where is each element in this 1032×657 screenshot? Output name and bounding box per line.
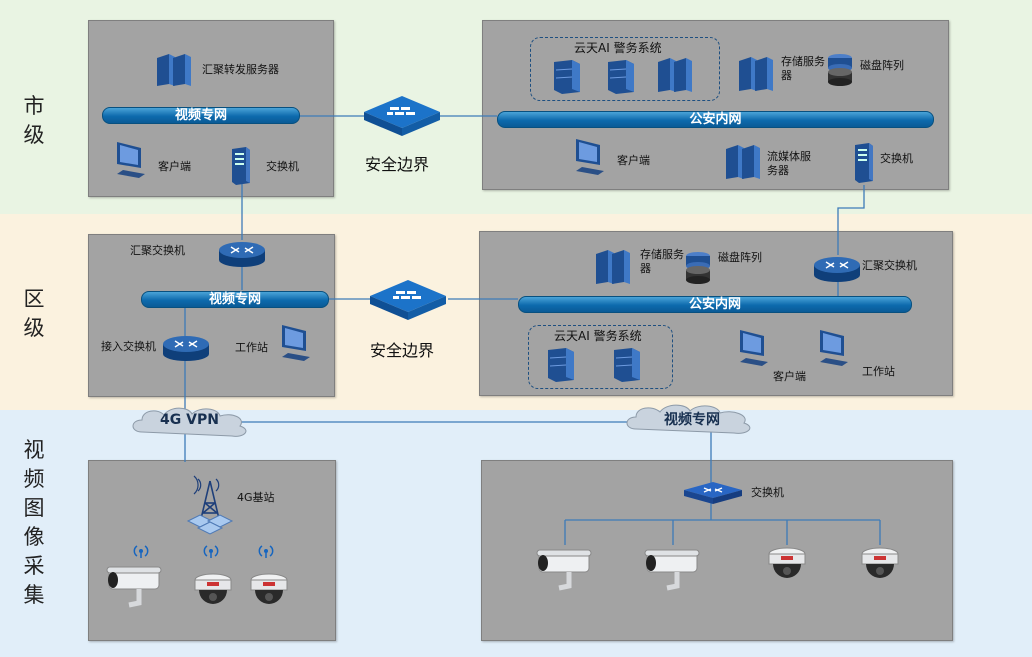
city-video-network-pipe: 视频专网 xyxy=(102,107,300,124)
base-station-label: 4G基站 xyxy=(237,491,275,504)
cloud-icon xyxy=(132,407,247,437)
firewall-icon xyxy=(364,96,440,136)
router-icon xyxy=(219,242,265,267)
district-disk-array-label: 磁盘阵列 xyxy=(718,251,762,264)
switch-tower-icon xyxy=(855,143,873,183)
wireless-signal-icon xyxy=(203,545,219,558)
city-police-client-label: 客户端 xyxy=(617,154,650,167)
district-video-network-pipe: 视频专网 xyxy=(141,291,329,308)
city-client-label: 客户端 xyxy=(158,160,191,173)
city-police-switch-label: 交换机 xyxy=(880,152,913,165)
ai-server-icon xyxy=(554,60,580,94)
workstation-icon xyxy=(282,325,310,361)
city-ai-system-group xyxy=(530,37,720,101)
cloud-icon xyxy=(626,404,751,434)
city-security-boundary-label: 安全边界 xyxy=(365,155,430,174)
city-tier-label: 市级 xyxy=(23,94,45,147)
network-switch-icon xyxy=(684,482,742,504)
district-video-network-panel xyxy=(88,234,335,397)
district-storage-server-label: 存储服务器 xyxy=(640,248,684,275)
bullet-camera-icon xyxy=(106,566,162,608)
wireless-signal-icon xyxy=(133,545,149,558)
district-tier-label: 区级 xyxy=(23,287,45,340)
city-police-network-pipe: 公安内网 xyxy=(497,111,934,128)
ai-server-icon xyxy=(608,60,634,94)
ai-server-icon xyxy=(658,58,692,92)
video-tier-label: 视频图像采集 xyxy=(23,438,45,607)
city-switch-label: 交换机 xyxy=(266,160,299,173)
district-police-network-pipe: 公安内网 xyxy=(518,296,912,313)
client-computer-icon xyxy=(740,330,768,366)
dome-camera-icon xyxy=(250,573,288,604)
dome-camera-icon xyxy=(861,547,899,578)
base-station-tower-icon xyxy=(186,475,234,535)
video-switch-label: 交换机 xyxy=(751,486,784,499)
district-ai-system-label: 云天AI 警务系统 xyxy=(554,329,642,343)
vpn-cloud-label: 4G VPN xyxy=(160,412,219,428)
storage-server-icon xyxy=(596,250,630,284)
district-police-workstation-label: 工作站 xyxy=(862,365,895,378)
router-icon xyxy=(163,336,209,361)
city-storage-server-label: 存储服务器 xyxy=(781,55,825,82)
district-ai-system-group xyxy=(528,325,673,389)
storage-server-icon xyxy=(739,57,773,91)
bullet-camera-icon xyxy=(536,549,592,591)
disk-array-icon xyxy=(828,54,852,86)
city-disk-array-label: 磁盘阵列 xyxy=(860,59,904,72)
router-icon xyxy=(814,257,860,282)
firewall-icon xyxy=(370,280,446,320)
client-computer-icon xyxy=(117,142,145,178)
dome-camera-icon xyxy=(768,547,806,578)
switch-tower-icon xyxy=(232,147,250,185)
district-client-label: 客户端 xyxy=(773,370,806,383)
district-aggregation-switch-label: 汇聚交换机 xyxy=(130,244,185,257)
server-icon xyxy=(157,54,191,86)
access-switch-label: 接入交换机 xyxy=(101,340,156,353)
bullet-camera-icon xyxy=(644,549,700,591)
video-network-cloud-label: 视频专网 xyxy=(664,412,720,428)
city-ai-system-label: 云天AI 警务系统 xyxy=(574,41,662,55)
district-workstation-label: 工作站 xyxy=(235,341,268,354)
workstation-icon xyxy=(820,330,848,366)
dome-camera-icon xyxy=(194,573,232,604)
streaming-server-icon xyxy=(726,145,760,179)
ai-server-icon xyxy=(548,348,574,382)
district-police-aggregation-switch-label: 汇聚交换机 xyxy=(862,259,917,272)
wireless-signal-icon xyxy=(258,545,274,558)
ai-server-icon xyxy=(614,348,640,382)
district-security-boundary-label: 安全边界 xyxy=(370,341,435,360)
client-computer-icon xyxy=(576,139,604,175)
city-streaming-server-label: 流媒体服务器 xyxy=(767,150,811,177)
disk-array-icon xyxy=(686,252,710,284)
aggregation-server-label: 汇聚转发服务器 xyxy=(202,63,279,76)
